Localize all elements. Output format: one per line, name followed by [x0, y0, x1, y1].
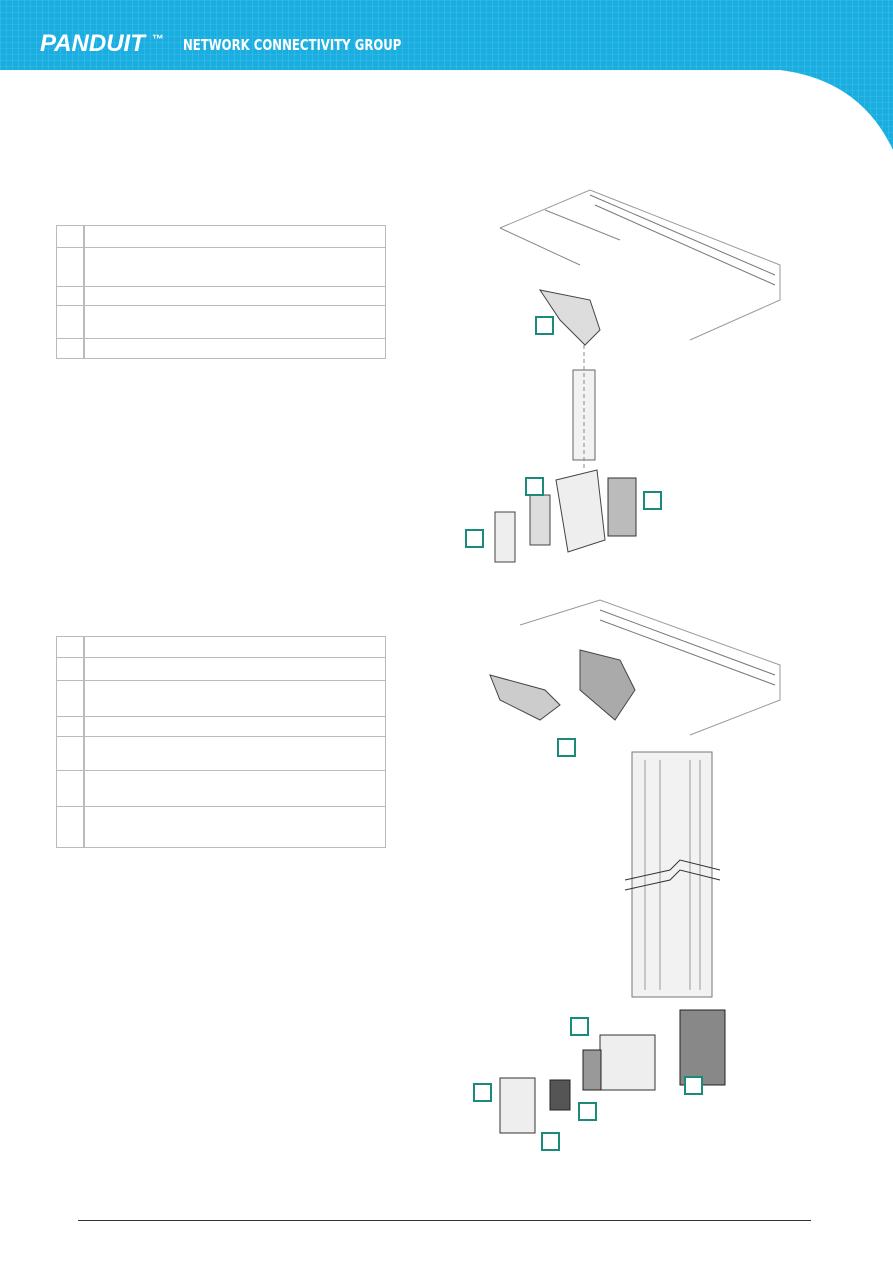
callout-box — [535, 316, 554, 335]
parts-table-2 — [56, 636, 386, 848]
raceway-diagram-1 — [494, 189, 781, 563]
callout-box — [643, 491, 662, 510]
trademark: ™ — [152, 32, 164, 46]
callout-box — [525, 477, 544, 496]
callout-box — [465, 529, 484, 548]
table-row — [56, 636, 386, 658]
callout-box — [578, 1102, 597, 1121]
table-row — [56, 770, 386, 807]
callout-box — [473, 1083, 492, 1102]
parts-table-1 — [56, 225, 386, 359]
group-name: NETWORK CONNECTIVITY GROUP — [183, 36, 402, 54]
table-row — [56, 286, 386, 306]
callout-box — [570, 1017, 589, 1036]
callout-box — [684, 1076, 703, 1095]
table-row — [56, 806, 386, 848]
table-row — [56, 338, 386, 359]
table-row — [56, 305, 386, 339]
callout-box — [557, 738, 576, 757]
footer-rule — [78, 1220, 811, 1221]
header-banner — [0, 0, 893, 150]
table-row — [56, 225, 386, 248]
brand-logo: PANDUIT — [40, 30, 145, 57]
table-row — [56, 680, 386, 717]
raceway-diagram-2 — [489, 599, 781, 1134]
callout-box — [541, 1132, 560, 1151]
